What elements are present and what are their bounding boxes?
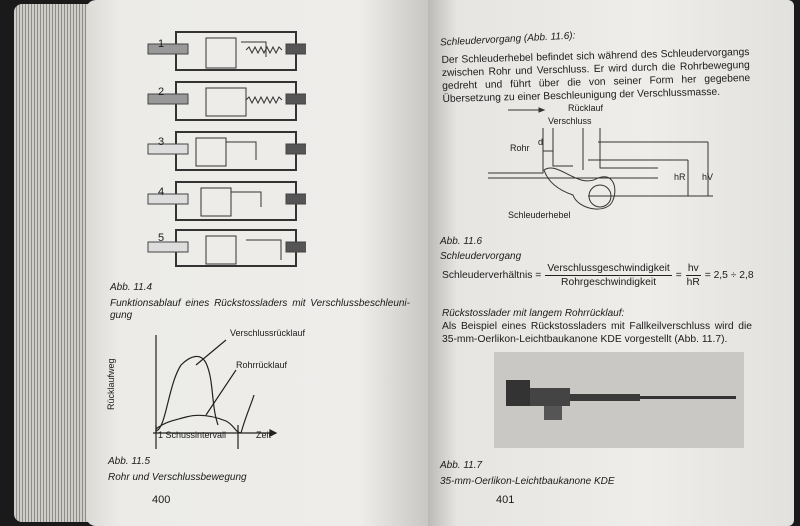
label-hR: hR [674, 172, 686, 182]
figure-label: 5 [158, 232, 165, 244]
fraction-h: hv hR [685, 262, 701, 289]
cannon-image [506, 380, 736, 420]
section-heading: Schleudervorgang (Abb. 11.6): [439, 30, 576, 49]
paragraph: Der Schleuderhebel befindet sich während… [441, 46, 751, 106]
label-schleuderhebel: Schleuderhebel [508, 210, 571, 220]
formula: Schleuderverhältnis = Verschlussgeschwin… [442, 262, 754, 289]
interval-label: 1 Schussintervall [158, 430, 227, 440]
denominator-hr: hR [686, 277, 700, 288]
x-axis-label: Zeit [256, 430, 272, 440]
left-page: 1 2 3 4 5 Abb. 11.4 Funktionsablauf eine… [86, 0, 428, 526]
figure-label: 4 [158, 186, 165, 198]
figure-number: Abb. 11.4 [110, 282, 153, 293]
paragraph: Als Beispiel eines Rückstossladers mit F… [442, 321, 752, 345]
fraction: Verschlussgeschwindigkeit Rohrgeschwindi… [545, 262, 672, 289]
figure-caption: Funktionsablauf eines Rückstossladers mi… [110, 298, 410, 321]
page-edges [14, 4, 94, 522]
figure-label: 2 [158, 86, 165, 98]
figure-caption: Rohr und Verschlussbewegung [108, 472, 247, 483]
figure-label: 1 [158, 38, 165, 50]
figure-caption: Schleudervorgang [440, 251, 522, 262]
formula-result: = 2,5 ÷ 2,8 [704, 270, 754, 281]
label-ruecklauf: Rücklauf [568, 103, 604, 113]
figure-11-4-mechanism-diagram [147, 31, 306, 267]
page-number: 400 [152, 494, 171, 506]
numerator-hv: hv [685, 263, 701, 276]
label-d: d [538, 137, 544, 147]
equals: = [675, 270, 682, 281]
graph-label-barrel: Rohrrücklauf [236, 360, 288, 370]
figure-number: Abb. 11.7 [440, 460, 483, 471]
label-verschluss: Verschluss [548, 116, 592, 126]
denominator: Rohrgeschwindigkeit [561, 277, 657, 288]
figure-number: Abb. 11.5 [108, 456, 151, 467]
figure-number: Abb. 11.6 [440, 236, 483, 247]
y-axis-label: Rücklaufweg [106, 358, 116, 410]
label-hV: hV [702, 172, 714, 182]
formula-lhs: Schleuderverhältnis = [442, 270, 542, 281]
right-page: Schleudervorgang (Abb. 11.6): Der Schleu… [428, 0, 794, 526]
label-rohr: Rohr [510, 143, 530, 153]
figure-label: 3 [158, 136, 165, 148]
figure-11-5-motion-graph [153, 335, 278, 449]
page-number: 401 [496, 494, 515, 506]
graph-label-breech: Verschlussrücklauf [230, 328, 306, 338]
figure-caption: 35-mm-Oerlikon-Leichtbaukanone KDE [440, 476, 615, 487]
numerator: Verschlussgeschwindigkeit [545, 263, 672, 276]
section-heading: Rückstosslader mit langem Rohrrücklauf: [442, 308, 625, 319]
figure-11-6-diagram [488, 107, 713, 210]
figure-11-7-photo [494, 352, 744, 448]
